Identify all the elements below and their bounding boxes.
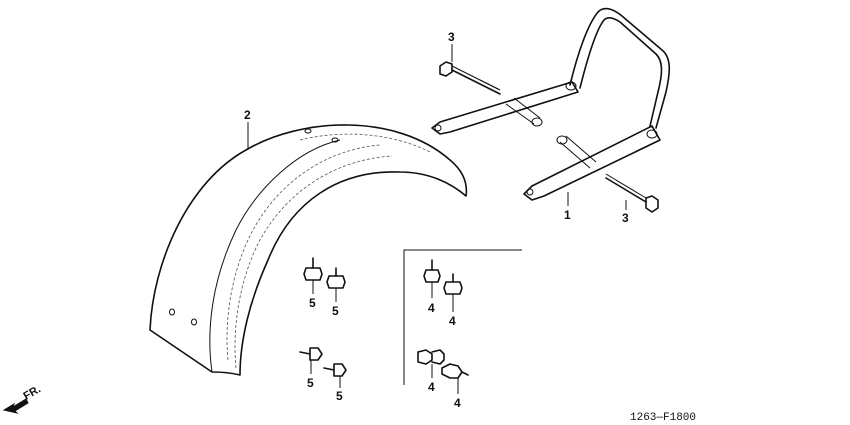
callout-4-d: 4 xyxy=(454,396,461,410)
direction-label: FR. xyxy=(22,383,43,402)
front-direction-indicator: FR. xyxy=(2,383,43,414)
stud-nut-4d xyxy=(441,363,469,379)
hardware-inset-frame xyxy=(403,249,522,385)
stud-5c xyxy=(299,347,323,361)
stud-nut-4b xyxy=(443,273,463,295)
stud-5b xyxy=(326,267,346,289)
diagram-code: 1263—F1800 xyxy=(630,412,696,424)
callout-2: 2 xyxy=(244,108,251,122)
stud-5d xyxy=(323,363,347,377)
grab-bar xyxy=(431,7,671,201)
stud-nut-4a xyxy=(423,259,441,283)
callout-4-b: 4 xyxy=(449,314,456,328)
arrow-icon xyxy=(2,398,29,414)
callout-5-a: 5 xyxy=(309,296,316,310)
stud-5a xyxy=(303,257,323,281)
flange-bolt-lower xyxy=(605,173,659,213)
callout-4-a: 4 xyxy=(428,301,435,315)
callout-3-lower: 3 xyxy=(622,211,629,225)
callout-3-upper: 3 xyxy=(448,30,455,44)
stud-nut-4c xyxy=(417,349,445,365)
callout-5-b: 5 xyxy=(332,304,339,318)
callout-5-d: 5 xyxy=(336,389,343,403)
callout-4-c: 4 xyxy=(428,380,435,394)
leader-lines xyxy=(247,44,627,394)
flange-bolt-upper xyxy=(439,61,501,95)
callout-1: 1 xyxy=(564,208,571,222)
rear-fender xyxy=(149,124,468,376)
callout-5-c: 5 xyxy=(307,376,314,390)
